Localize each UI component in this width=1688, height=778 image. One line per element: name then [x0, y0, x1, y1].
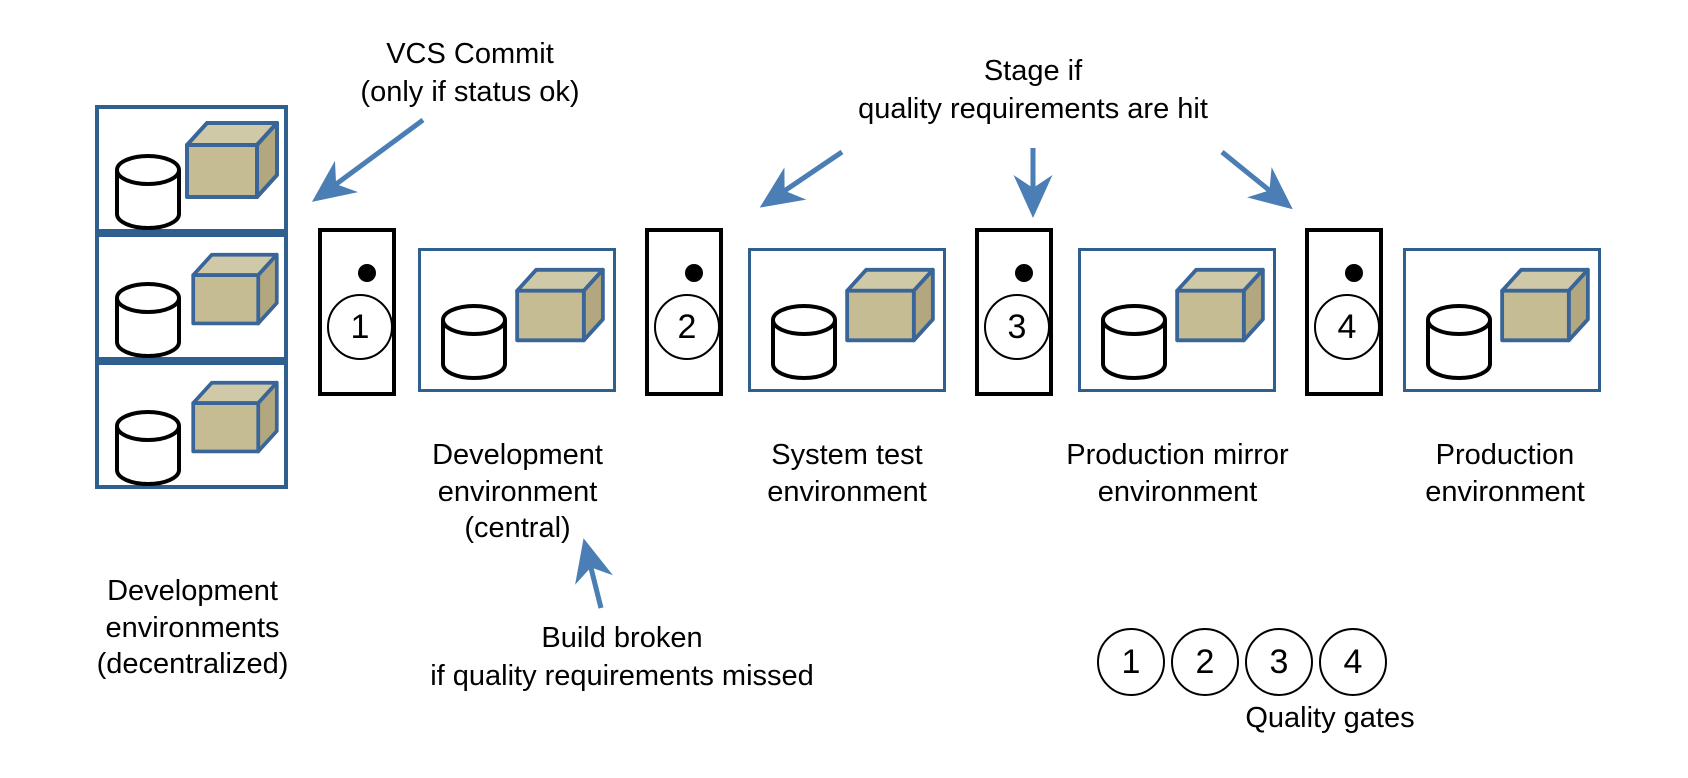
env-production-environment[interactable]: [1403, 248, 1601, 392]
arrow-stage-gate4: [1220, 150, 1293, 210]
database-cylinder-icon: [115, 282, 181, 358]
annotation-stage-if-line2: quality requirements are hit: [858, 93, 1208, 125]
quality-gate-status-dot: [1345, 264, 1363, 282]
arrow-vcs-commit: [311, 117, 425, 202]
quality-gate-number-badge: 4: [1314, 294, 1380, 360]
env-decentralized-slice-2[interactable]: [95, 233, 288, 361]
legend-quality-gate-4: 4: [1319, 628, 1387, 696]
env-label-system-test-environment: System test environment: [767, 439, 927, 508]
env-label-development-environments-decentralized: Development environments (decentralized): [96, 575, 289, 681]
env-development-environment-central[interactable]: [418, 248, 616, 392]
quality-gate-4[interactable]: 4: [1305, 228, 1383, 396]
env-decentralized-slice-1[interactable]: [95, 105, 288, 233]
quality-gate-status-dot: [685, 264, 703, 282]
package-cube-icon: [185, 121, 279, 199]
legend-caption-quality-gates: Quality gates: [1245, 702, 1415, 734]
annotation-vcs-commit-line2: (only if status ok): [360, 76, 580, 108]
quality-gate-status-dot: [358, 264, 376, 282]
env-label-development-environment-central: Development environment (central): [432, 439, 603, 545]
legend-quality-gate-2: 2: [1171, 628, 1239, 696]
annotation-stage-if-line1: Stage if: [983, 55, 1083, 87]
database-cylinder-icon: [1101, 304, 1167, 380]
arrow-stage-gate2: [759, 149, 844, 208]
legend-quality-gate-1: 1: [1097, 628, 1165, 696]
quality-gate-2[interactable]: 2: [645, 228, 723, 396]
database-cylinder-icon: [115, 154, 181, 230]
annotation-vcs-commit-line1: VCS Commit: [386, 38, 554, 70]
legend-quality-gate-3: 3: [1245, 628, 1313, 696]
env-label-production-mirror-environment: Production mirror environment: [1066, 439, 1289, 508]
quality-gate-number-badge: 2: [654, 294, 720, 360]
package-cube-icon: [191, 252, 279, 326]
package-cube-icon: [845, 267, 935, 343]
quality-gate-number-badge: 1: [327, 294, 393, 360]
annotation-build-broken-line1: Build broken: [541, 622, 703, 654]
package-cube-icon: [515, 267, 605, 343]
quality-gate-number-badge: 3: [984, 294, 1050, 360]
env-production-mirror-environment[interactable]: [1078, 248, 1276, 392]
package-cube-icon: [1500, 267, 1590, 343]
annotation-build-broken-line2: if quality requirements missed: [430, 660, 814, 692]
arrow-build-broken: [575, 538, 613, 609]
quality-gate-status-dot: [1015, 264, 1033, 282]
quality-gate-3[interactable]: 3: [975, 228, 1053, 396]
database-cylinder-icon: [1426, 304, 1492, 380]
env-system-test-environment[interactable]: [748, 248, 946, 392]
package-cube-icon: [1175, 267, 1265, 343]
env-label-production-environment: Production environment: [1425, 439, 1585, 508]
database-cylinder-icon: [771, 304, 837, 380]
database-cylinder-icon: [441, 304, 507, 380]
env-decentralized-slice-3[interactable]: [95, 361, 288, 489]
package-cube-icon: [191, 380, 279, 454]
quality-gate-1[interactable]: 1: [318, 228, 396, 396]
database-cylinder-icon: [115, 410, 181, 486]
